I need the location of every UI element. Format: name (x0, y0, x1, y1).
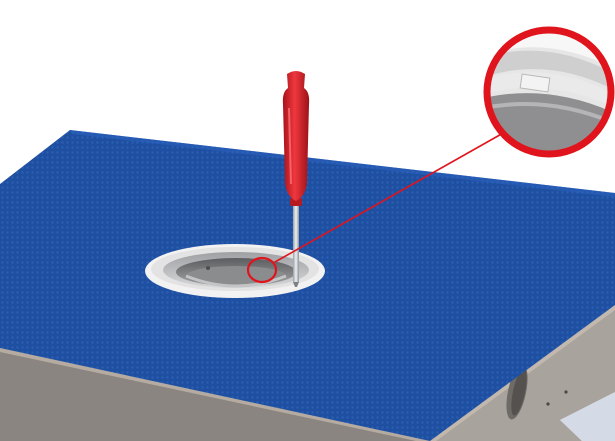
callout-small-circle (246, 256, 278, 284)
callout-marker (246, 131, 506, 284)
screwdriver (282, 71, 310, 287)
callout-leader-line (274, 131, 506, 263)
callout-latch-tab (519, 73, 551, 93)
magnifier-callout-icon (483, 26, 615, 158)
callout-ring (483, 26, 615, 158)
screwdriver-shaft (293, 202, 299, 282)
screwdriver-icon (282, 71, 310, 201)
side-screw (564, 390, 568, 394)
side-screw (546, 402, 550, 406)
base-side-panel (560, 392, 615, 441)
